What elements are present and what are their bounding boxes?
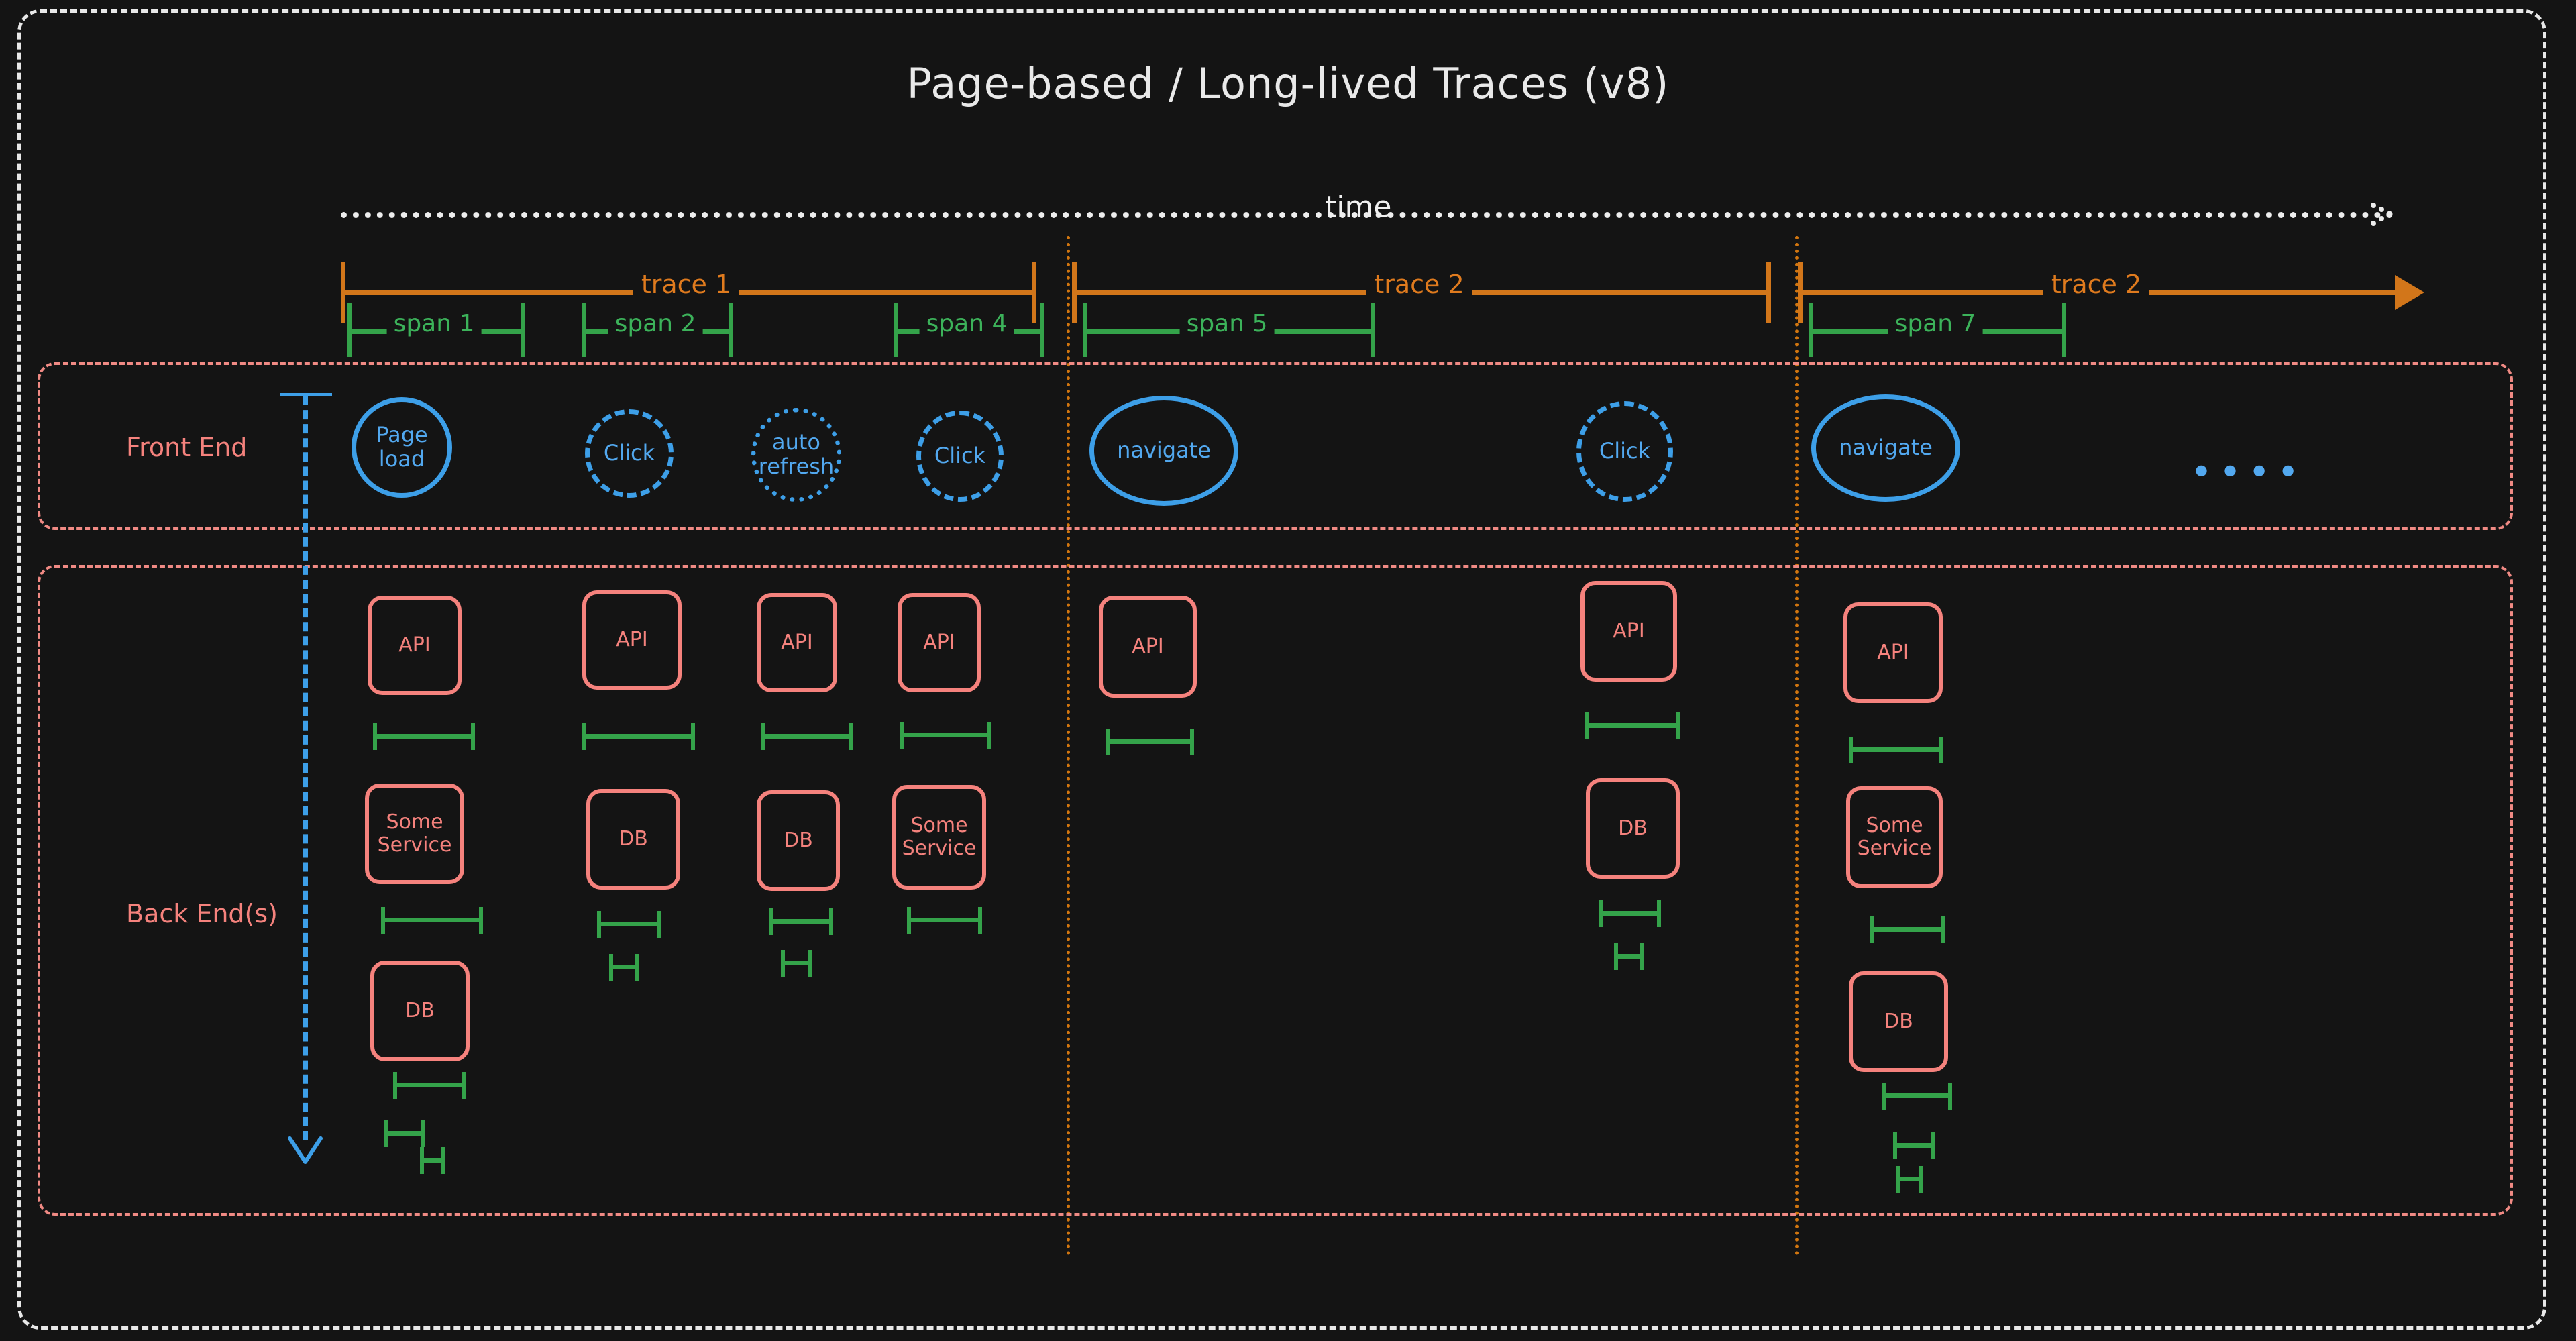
backend-span-bar bbox=[1599, 900, 1661, 927]
backend-span-bar bbox=[582, 723, 695, 750]
frontend-panel-label: Front End bbox=[126, 433, 248, 462]
backend-node-some-service[interactable]: Some Service bbox=[1846, 786, 1943, 888]
trace-end-cap bbox=[1766, 262, 1771, 323]
time-axis-line bbox=[341, 212, 2394, 223]
backend-node-api[interactable]: API bbox=[1099, 596, 1197, 698]
backend-span-bar bbox=[1896, 1166, 1923, 1193]
trace-end-cap bbox=[1032, 262, 1036, 323]
backend-node-db[interactable]: DB bbox=[1586, 778, 1680, 879]
frontend-event-navigate[interactable]: navigate bbox=[1811, 394, 1960, 502]
trace-label: trace 2 bbox=[1366, 270, 1472, 299]
backend-span-bar bbox=[597, 911, 661, 938]
trace-arrowhead-icon bbox=[2395, 275, 2424, 310]
backend-span-bar bbox=[373, 723, 475, 750]
backend-node-db[interactable]: DB bbox=[586, 789, 680, 890]
backend-span-bar bbox=[769, 908, 833, 935]
arrow-down-icon bbox=[288, 1136, 323, 1164]
backend-node-some-service[interactable]: Some Service bbox=[892, 785, 986, 890]
span-end-cap bbox=[2062, 303, 2066, 357]
backend-span-bar bbox=[1893, 1132, 1935, 1159]
span-label: span 2 bbox=[608, 310, 703, 337]
backend-span-bar bbox=[384, 1120, 425, 1147]
backend-node-db[interactable]: DB bbox=[1849, 971, 1948, 1072]
trace-label: trace 2 bbox=[2043, 270, 2150, 299]
span-label: span 5 bbox=[1179, 310, 1275, 337]
backend-span-bar bbox=[761, 723, 853, 750]
span-row: span 1 span 2 span 4 span 5 span 7 bbox=[0, 303, 2576, 357]
span-end-cap bbox=[1040, 303, 1044, 357]
backend-span-bar bbox=[1870, 916, 1945, 943]
backend-span-bar bbox=[1106, 729, 1194, 755]
frontend-event-navigate[interactable]: navigate bbox=[1089, 396, 1238, 506]
backend-node-db[interactable]: DB bbox=[370, 961, 470, 1061]
backend-span-bar bbox=[781, 950, 812, 977]
frontend-event-auto-refresh[interactable]: auto refresh bbox=[751, 408, 841, 502]
backend-node-db[interactable]: DB bbox=[757, 790, 840, 891]
frontend-event-click[interactable]: Click bbox=[916, 411, 1004, 502]
trace-label: trace 1 bbox=[633, 270, 740, 299]
frontend-event-page-load[interactable]: Page load bbox=[352, 397, 452, 498]
backend-span-bar bbox=[393, 1072, 466, 1099]
dotted-arrow-right-icon bbox=[2371, 203, 2393, 226]
frontend-event-click[interactable]: Click bbox=[1576, 401, 1673, 502]
backend-node-api[interactable]: API bbox=[368, 596, 462, 695]
blue-vertical-axis bbox=[303, 396, 308, 1140]
span-end-cap bbox=[521, 303, 525, 357]
backend-node-api[interactable]: API bbox=[898, 593, 981, 692]
blue-axis-cap bbox=[280, 393, 332, 396]
backend-node-api[interactable]: API bbox=[757, 593, 837, 692]
backend-panel bbox=[38, 565, 2513, 1216]
page-title: Page-based / Long-lived Traces (v8) bbox=[906, 59, 1670, 108]
backend-node-api[interactable]: API bbox=[582, 590, 682, 690]
backend-panel-label: Back End(s) bbox=[126, 899, 278, 928]
frontend-event-click[interactable]: Click bbox=[585, 409, 674, 498]
span-label: span 7 bbox=[1888, 310, 1983, 337]
backend-node-api[interactable]: API bbox=[1843, 602, 1943, 703]
trace-row: trace 1 trace 2 trace 2 bbox=[0, 262, 2576, 323]
backend-span-bar bbox=[900, 722, 991, 749]
span-label: span 4 bbox=[919, 310, 1014, 337]
frontend-ellipsis: •••• bbox=[2190, 451, 2306, 494]
trace-divider-2 bbox=[1795, 236, 1799, 1256]
frontend-panel bbox=[38, 362, 2513, 530]
backend-span-bar bbox=[1882, 1083, 1952, 1110]
backend-node-api[interactable]: API bbox=[1580, 581, 1677, 682]
backend-span-bar bbox=[381, 907, 483, 934]
span-end-cap bbox=[729, 303, 733, 357]
backend-span-bar bbox=[1614, 943, 1644, 970]
span-label: span 1 bbox=[386, 310, 482, 337]
trace-divider-1 bbox=[1067, 236, 1070, 1256]
time-axis-label: time bbox=[1325, 190, 1392, 224]
backend-span-bar bbox=[907, 907, 982, 934]
backend-span-bar bbox=[420, 1147, 445, 1174]
backend-span-bar bbox=[1849, 737, 1943, 763]
span-end-cap bbox=[1371, 303, 1375, 357]
backend-span-bar bbox=[1585, 712, 1680, 739]
backend-span-bar bbox=[609, 954, 639, 981]
backend-node-some-service[interactable]: Some Service bbox=[365, 784, 464, 884]
